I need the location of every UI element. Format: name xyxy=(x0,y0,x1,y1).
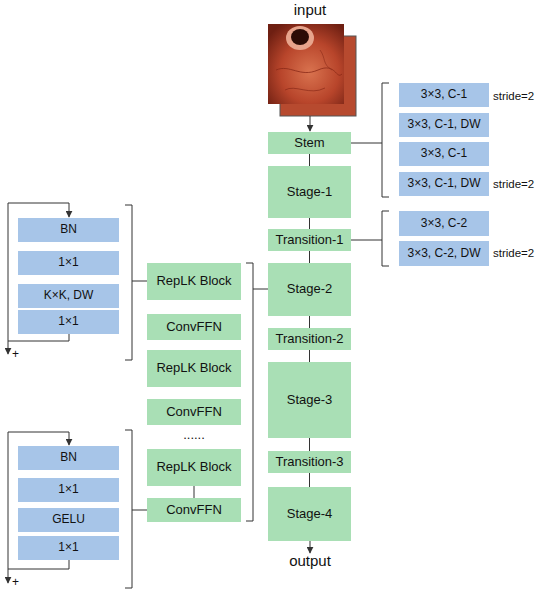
bracket xyxy=(125,205,147,360)
layer-box: 1×1 xyxy=(18,478,119,502)
stride-label: stride=2 xyxy=(493,247,549,260)
node-text: 3×3, C-2 xyxy=(421,217,467,231)
node-text: 1×1 xyxy=(58,541,78,555)
node-text: 1×1 xyxy=(58,315,78,329)
layer-box: K×K, DW xyxy=(18,284,119,308)
bracket xyxy=(246,263,268,521)
transition-box: Transition-1 xyxy=(268,229,351,251)
layer-box: 3×3, C-1 xyxy=(399,142,489,166)
node-text: 1×1 xyxy=(58,256,78,270)
lumen-ring xyxy=(286,26,314,50)
layer-box: 3×3, C-2 xyxy=(399,211,489,236)
stage-box: Stage-4 xyxy=(268,487,351,541)
connector xyxy=(309,473,310,487)
stage-box: Stage-2 xyxy=(268,263,351,316)
node-text: BN xyxy=(60,223,77,237)
node-text: Stage-4 xyxy=(287,507,333,522)
node-text: RepLK Block xyxy=(156,361,231,376)
node-text: Transition-1 xyxy=(275,233,343,248)
residual-line xyxy=(8,560,69,569)
output-arrow xyxy=(310,541,311,553)
connector xyxy=(309,251,310,263)
layer-box: 1×1 xyxy=(18,536,119,560)
stage-box: Stage-3 xyxy=(268,362,351,438)
layer-box: BN xyxy=(18,218,119,242)
residual-arrow xyxy=(8,432,9,583)
node-text: 3×3, C-1, DW xyxy=(407,177,480,191)
node-text: 3×3, C-2, DW xyxy=(407,247,480,261)
node-text: Transition-3 xyxy=(275,455,343,470)
node-text: K×K, DW xyxy=(44,289,94,303)
vessel xyxy=(276,68,342,75)
layer-box: 1×1 xyxy=(18,251,119,275)
node-text: Stage-3 xyxy=(287,393,333,408)
residual-line xyxy=(8,432,69,433)
residual-line xyxy=(8,203,69,204)
residual-plus: + xyxy=(12,348,26,361)
transition-box: Transition-3 xyxy=(268,451,351,473)
stage-box: Stem xyxy=(268,132,351,154)
layer-box: 3×3, C-2, DW xyxy=(399,241,489,266)
node-text: 3×3, C-1 xyxy=(421,147,467,161)
vessel xyxy=(320,50,332,70)
output-label: output xyxy=(280,553,340,570)
connector xyxy=(309,154,310,166)
node-text: RepLK Block xyxy=(156,460,231,475)
connector xyxy=(309,350,310,362)
vessel xyxy=(285,88,325,91)
connector xyxy=(309,316,310,328)
node-text: 3×3, C-1, DW xyxy=(407,118,480,132)
stage-box: Stage-1 xyxy=(268,166,351,218)
residual-arrow xyxy=(8,203,9,354)
layer-box: GELU xyxy=(18,508,119,532)
node-text: 3×3, C-1 xyxy=(421,88,467,102)
node-text: ConvFFN xyxy=(166,320,222,335)
bracket xyxy=(125,430,147,588)
lumen xyxy=(291,29,309,45)
ellipsis: ...... xyxy=(147,428,241,442)
layer-box: 3×3, C-1, DW xyxy=(399,113,489,137)
block-box: ConvFFN xyxy=(147,498,241,522)
layer-box: BN xyxy=(18,446,119,470)
node-text: Stem xyxy=(294,136,324,151)
block-box: RepLK Block xyxy=(147,263,241,300)
residual-line xyxy=(8,334,69,341)
node-text: 1×1 xyxy=(58,483,78,497)
input-image xyxy=(268,24,344,104)
stride-label: stride=2 xyxy=(493,178,549,191)
transition-box: Transition-2 xyxy=(268,328,351,350)
bracket xyxy=(351,211,389,266)
connector xyxy=(194,486,195,498)
block-box: RepLK Block xyxy=(147,350,241,387)
node-text: GELU xyxy=(52,513,85,527)
layer-box: 3×3, C-1, DW xyxy=(399,172,489,196)
input-arrow xyxy=(310,116,311,131)
node-text: Transition-2 xyxy=(275,332,343,347)
input-label: input xyxy=(280,2,340,19)
residual-arrow xyxy=(69,432,70,445)
bracket xyxy=(351,83,389,197)
layer-box: 3×3, C-1 xyxy=(399,83,489,107)
connector xyxy=(309,218,310,229)
block-box: ConvFFN xyxy=(147,399,241,425)
node-text: Stage-1 xyxy=(287,185,333,200)
residual-plus: + xyxy=(12,576,26,589)
connector xyxy=(309,438,310,451)
residual-arrow xyxy=(69,203,70,217)
node-text: ConvFFN xyxy=(166,503,222,518)
node-text: RepLK Block xyxy=(156,274,231,289)
node-text: Stage-2 xyxy=(287,282,333,297)
node-text: BN xyxy=(60,451,77,465)
stride-label: stride=2 xyxy=(493,90,549,103)
node-text: ConvFFN xyxy=(166,405,222,420)
block-box: RepLK Block xyxy=(147,449,241,486)
block-box: ConvFFN xyxy=(147,314,241,340)
layer-box: 1×1 xyxy=(18,310,119,334)
